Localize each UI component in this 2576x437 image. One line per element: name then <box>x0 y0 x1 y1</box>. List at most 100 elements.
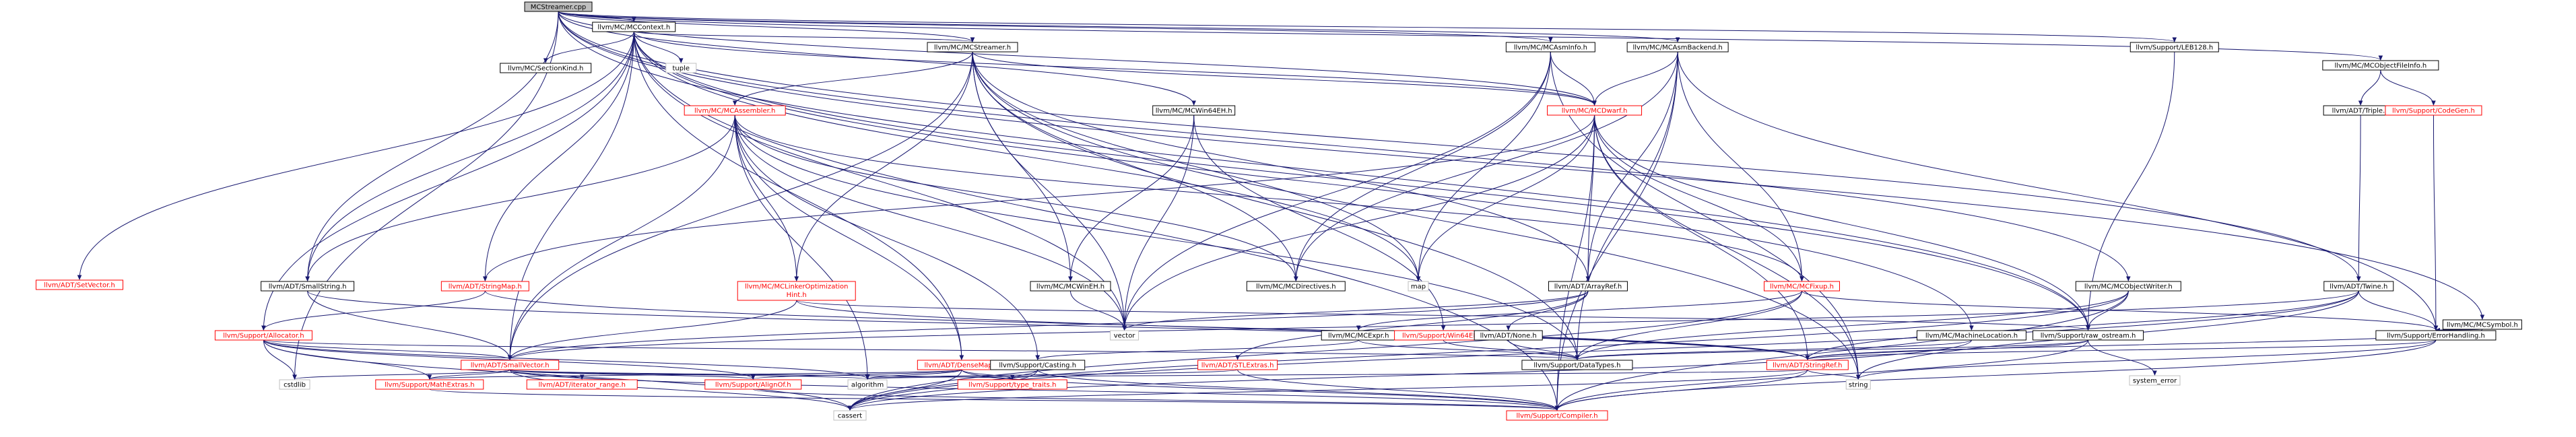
node-mcsymbol[interactable]: llvm/MC/MCSymbol.h <box>2442 319 2522 330</box>
node-label: llvm/ADT/Twine.h <box>2330 283 2387 291</box>
edge-mcasminfo-to-mcdwarf <box>1550 51 1594 105</box>
node-mccontext[interactable]: llvm/MC/MCContext.h <box>592 22 676 32</box>
node-box <box>592 22 676 32</box>
node-raw_ostream[interactable]: llvm/Support/raw_ostream.h <box>2033 330 2144 341</box>
edge-alignof-to-compiler <box>752 389 1557 410</box>
node-label: MCStreamer.cpp <box>531 4 587 11</box>
node-mcasmbackend[interactable]: llvm/MC/MCAsmBackend.h <box>1626 42 1729 53</box>
node-label: llvm/Support/Win64EH.h <box>1402 333 1484 340</box>
node-mcassembler[interactable]: llvm/MC/MCAssembler.h <box>684 105 786 116</box>
edge-stringmap-to-allocator <box>263 290 486 330</box>
edge-casting-to-type_traits <box>1012 369 1038 379</box>
edge-stringref-to-cassert <box>850 369 1808 410</box>
edge-stringref-to-compiler <box>1557 369 1808 410</box>
edge-root-to-raw_ostream <box>558 11 2088 330</box>
node-root[interactable]: MCStreamer.cpp <box>524 1 593 12</box>
node-type_traits[interactable]: llvm/Support/type_traits.h <box>957 379 1067 390</box>
node-mcobjectwriter[interactable]: llvm/MC/MCObjectWriter.h <box>2075 281 2181 292</box>
edge-mcobjectfileinfo-to-codegen <box>2380 69 2434 105</box>
node-datatypes[interactable]: llvm/Support/DataTypes.h <box>1521 360 1633 370</box>
edge-root-to-mcobjectfileinfo <box>558 11 2381 60</box>
edge-mcmachineloc-to-datatypes <box>1577 339 1972 360</box>
edge-mcassembler-to-mcdirectives <box>734 114 1296 281</box>
node-errorhandling[interactable]: llvm/Support/ErrorHandling.h <box>2375 330 2497 341</box>
node-leb128[interactable]: llvm/Support/LEB128.h <box>2129 42 2219 53</box>
node-casting[interactable]: llvm/Support/Casting.h <box>990 360 1086 370</box>
node-mcwin64eh[interactable]: llvm/MC/MCWin64EH.h <box>1152 105 1236 116</box>
edge-mcassembler-to-densemap <box>734 114 962 360</box>
node-box <box>847 379 888 390</box>
node-box <box>1505 42 1595 53</box>
node-box <box>261 281 355 292</box>
node-cstdlib: cstdlib <box>279 379 310 390</box>
node-codegen[interactable]: llvm/Support/CodeGen.h <box>2385 105 2482 116</box>
node-label: cstdlib <box>284 382 306 389</box>
node-arrayref[interactable]: llvm/ADT/ArrayRef.h <box>1548 281 1628 292</box>
edge-mcasmbackend-to-mcdwarf <box>1595 51 1678 105</box>
node-stlextras[interactable]: llvm/ADT/STLExtras.h <box>1197 360 1278 370</box>
node-label: llvm/Support/Allocator.h <box>223 333 304 340</box>
node-mcasminfo[interactable]: llvm/MC/MCAsmInfo.h <box>1505 42 1595 53</box>
node-label: llvm/ADT/StringMap.h <box>449 283 522 291</box>
node-label: llvm/ADT/iterator_range.h <box>538 382 625 389</box>
edge-mcobjectwriter-to-datatypes <box>1577 290 2129 360</box>
node-label: llvm/Support/AlignOf.h <box>715 382 791 389</box>
node-mcdwarf[interactable]: llvm/MC/MCDwarf.h <box>1547 105 1643 116</box>
edge-smallvector-to-cstdlib <box>295 369 510 379</box>
edge-raw_ostream-to-compiler <box>1557 339 2089 410</box>
node-allocator[interactable]: llvm/Support/Allocator.h <box>214 330 312 341</box>
node-label: llvm/ADT/DenseMap.h <box>924 362 999 370</box>
node-compiler[interactable]: llvm/Support/Compiler.h <box>1506 410 1608 421</box>
node-smallstring[interactable]: llvm/ADT/SmallString.h <box>261 281 355 292</box>
node-box <box>704 379 802 390</box>
node-iterator_range[interactable]: llvm/ADT/iterator_range.h <box>526 379 638 390</box>
node-twine[interactable]: llvm/ADT/Twine.h <box>2323 281 2394 292</box>
node-box <box>2323 281 2394 292</box>
node-stringmap[interactable]: llvm/ADT/StringMap.h <box>440 281 529 292</box>
edge-mcasminfo-to-string <box>1550 51 1858 379</box>
edge-mcasmbackend-to-mcdirectives <box>1296 51 1678 281</box>
edge-smallstring-to-smallvector <box>307 290 510 360</box>
node-stringref[interactable]: llvm/ADT/StringRef.h <box>1766 360 1849 370</box>
node-box <box>1506 410 1608 421</box>
node-mcexpr[interactable]: llvm/MC/MCExpr.h <box>1321 330 1396 341</box>
node-box <box>684 105 786 116</box>
edge-allocator-to-alignof <box>263 339 753 379</box>
node-setvector[interactable]: llvm/ADT/SetVector.h <box>36 279 124 290</box>
node-label: llvm/MC/MCFixup.h <box>1770 283 1834 291</box>
node-label: llvm/MC/MCWin64EH.h <box>1156 108 1232 115</box>
node-mcfixup[interactable]: llvm/MC/MCFixup.h <box>1763 281 1840 292</box>
node-label: algorithm <box>851 382 884 389</box>
node-label: llvm/MC/MCDirectives.h <box>1256 283 1336 291</box>
node-mcstreamer_h[interactable]: llvm/MC/MCStreamer.h <box>927 42 1018 53</box>
node-box <box>1152 105 1236 116</box>
node-mcwineh[interactable]: llvm/MC/MCWinEH.h <box>1030 281 1111 292</box>
node-mcsectionkind[interactable]: llvm/MC/SectionKind.h <box>500 63 592 73</box>
edge-arrayref-to-stlextras <box>1238 290 1589 360</box>
edge-mcassembler-to-algorithm <box>734 114 867 379</box>
edge-densemap-to-cassert <box>850 369 962 410</box>
node-mcmachineloc[interactable]: llvm/MC/MachineLocation.h <box>1916 330 2026 341</box>
node-mcdirectives[interactable]: llvm/MC/MCDirectives.h <box>1246 281 1346 292</box>
node-label: llvm/MC/MCAsmBackend.h <box>1633 44 1723 52</box>
edge-codegen-to-errorhandling <box>2433 114 2435 330</box>
edge-mcfixup-to-errorhandling <box>1801 290 2435 330</box>
edge-errorhandling-to-stringref <box>1808 339 2437 360</box>
node-alignof[interactable]: llvm/Support/AlignOf.h <box>704 379 802 390</box>
node-smallvector[interactable]: llvm/ADT/SmallVector.h <box>461 360 560 370</box>
edge-mcobjectfileinfo-to-triple <box>2360 69 2381 105</box>
node-box <box>1548 281 1628 292</box>
node-box <box>2375 330 2497 341</box>
node-tuple: tuple <box>665 63 697 73</box>
node-label: llvm/MC/MCAsmInfo.h <box>1514 44 1587 52</box>
node-none[interactable]: llvm/ADT/None.h <box>1474 330 1543 341</box>
edge-mcdwarf-to-mcfixup <box>1594 114 1802 281</box>
node-label: llvm/Support/type_traits.h <box>968 382 1056 389</box>
edge-root-to-leb128 <box>558 11 2175 42</box>
node-mcobjectfileinfo[interactable]: llvm/MC/MCObjectFileInfo.h <box>2322 60 2439 71</box>
edge-casting-to-compiler <box>1037 369 1557 410</box>
node-mathextras[interactable]: llvm/Support/MathExtras.h <box>375 379 484 390</box>
edge-mccontext-to-mcstreamer_h <box>633 31 972 42</box>
node-densemap[interactable]: llvm/ADT/DenseMap.h <box>917 360 1006 370</box>
